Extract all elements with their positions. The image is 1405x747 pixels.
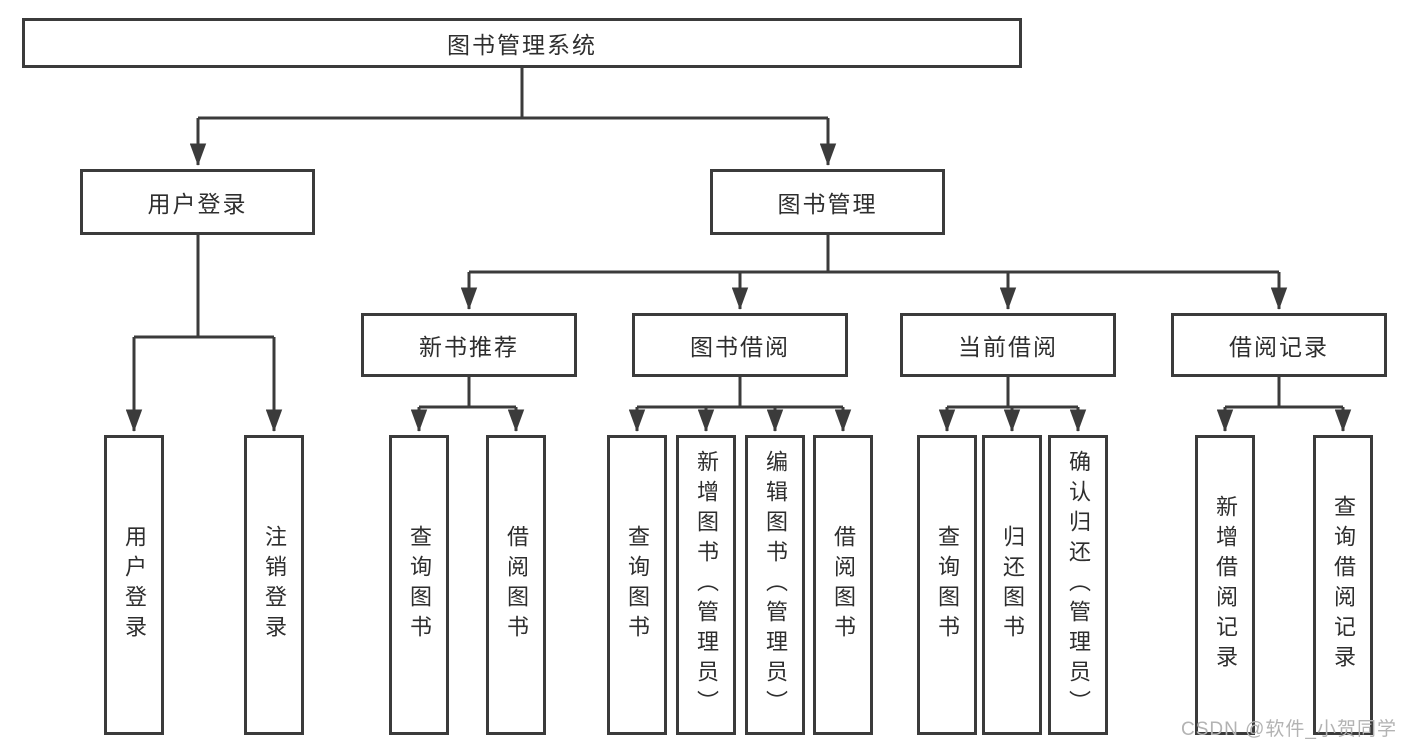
node-label: 新增借阅记录 bbox=[1213, 495, 1238, 675]
node-logout: 注销登录 bbox=[244, 435, 304, 735]
node-label: 图书借阅 bbox=[690, 334, 790, 360]
node-nbr-borrow-books: 借阅图书 bbox=[486, 435, 546, 735]
node-bb-query-books: 查询图书 bbox=[607, 435, 667, 735]
node-cb-query-books: 查询图书 bbox=[917, 435, 977, 735]
node-cb-confirm-return: 确认归还（管理员） bbox=[1048, 435, 1108, 735]
node-borrow-records: 借阅记录 bbox=[1171, 313, 1387, 377]
node-label: 注销登录 bbox=[262, 525, 287, 645]
node-new-book-recommend: 新书推荐 bbox=[361, 313, 577, 377]
node-br-add-record: 新增借阅记录 bbox=[1195, 435, 1255, 735]
node-user-login: 用户登录 bbox=[104, 435, 164, 735]
node-book-borrow: 图书借阅 bbox=[632, 313, 848, 377]
node-root: 图书管理系统 bbox=[22, 18, 1022, 68]
node-label: 当前借阅 bbox=[958, 334, 1058, 360]
node-br-query-record: 查询借阅记录 bbox=[1313, 435, 1373, 735]
node-label: 新书推荐 bbox=[419, 334, 519, 360]
node-label: 归还图书 bbox=[1000, 525, 1025, 645]
node-bb-borrow-books: 借阅图书 bbox=[813, 435, 873, 735]
node-label: 编辑图书（管理员） bbox=[763, 450, 788, 720]
connector-arrows bbox=[125, 118, 1352, 432]
node-cb-return-books: 归还图书 bbox=[982, 435, 1042, 735]
node-label: 图书管理系统 bbox=[447, 32, 597, 58]
node-label: 新增图书（管理员） bbox=[694, 450, 719, 720]
node-label: 查询图书 bbox=[407, 525, 432, 645]
node-label: 用户登录 bbox=[147, 191, 248, 217]
connector-lines bbox=[134, 68, 1343, 409]
node-label: 借阅图书 bbox=[504, 525, 529, 645]
node-label: 用户登录 bbox=[122, 525, 147, 645]
node-label: 借阅记录 bbox=[1229, 334, 1329, 360]
node-nbr-query-books: 查询图书 bbox=[389, 435, 449, 735]
node-book-management: 图书管理 bbox=[710, 169, 945, 235]
node-label: 借阅图书 bbox=[831, 525, 856, 645]
node-bb-add-books: 新增图书（管理员） bbox=[676, 435, 736, 735]
node-user-login-module: 用户登录 bbox=[80, 169, 315, 235]
node-current-borrow: 当前借阅 bbox=[900, 313, 1116, 377]
node-label: 图书管理 bbox=[777, 191, 878, 217]
watermark: CSDN @软件_小贺同学 bbox=[1181, 719, 1397, 740]
node-label: 查询图书 bbox=[625, 525, 650, 645]
node-label: 查询借阅记录 bbox=[1331, 495, 1356, 675]
node-label: 确认归还（管理员） bbox=[1066, 450, 1091, 720]
node-label: 查询图书 bbox=[935, 525, 960, 645]
node-bb-edit-books: 编辑图书（管理员） bbox=[745, 435, 805, 735]
